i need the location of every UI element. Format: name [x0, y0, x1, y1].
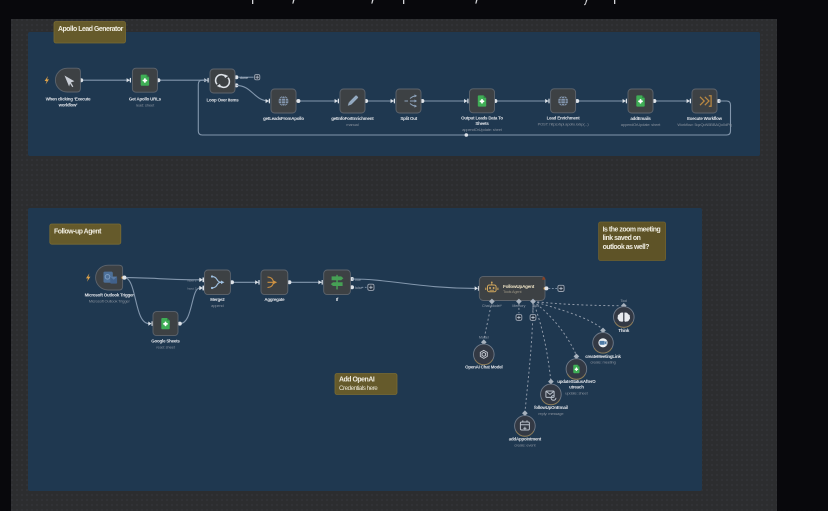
svg-text:Workflow: 5qzQoN5BBAQo0dPq: Workflow: 5qzQoN5BBAQo0dPq	[677, 122, 731, 127]
svg-text:Think: Think	[618, 328, 630, 333]
svg-text:addAppointment: addAppointment	[509, 437, 542, 442]
svg-text:updateStatusAfterO: updateStatusAfterO	[557, 379, 596, 384]
svg-text:manual: manual	[346, 122, 358, 127]
svg-text:update: sheet: update: sheet	[565, 390, 588, 395]
svg-text:Tool: Tool	[533, 304, 540, 308]
svg-text:Tools Agent: Tools Agent	[503, 289, 523, 294]
svg-text:Sheets: Sheets	[475, 121, 489, 126]
svg-text:Loop Over Items: Loop Over Items	[207, 97, 240, 102]
svg-text:create: event: create: event	[514, 442, 536, 447]
svg-text:Aggregate: Aggregate	[264, 297, 285, 302]
svg-text:Get Apollo URLs: Get Apollo URLs	[129, 97, 162, 102]
svg-text:Credentials here: Credentials here	[339, 385, 378, 392]
svg-text:Microsoft Outlook Trigger: Microsoft Outlook Trigger	[89, 298, 131, 303]
svg-text:OpenAI Chat Model: OpenAI Chat Model	[465, 365, 502, 370]
svg-text:Apollo Lead Generator: Apollo Lead Generator	[58, 26, 124, 33]
svg-text:If: If	[336, 297, 339, 302]
svg-text:Output Leads Data To: Output Leads Data To	[461, 116, 503, 121]
svg-text:workflow’: workflow’	[58, 103, 78, 108]
svg-text:followUpOnEmail: followUpOnEmail	[534, 405, 568, 410]
svg-text:FollowUpAgent: FollowUpAgent	[503, 284, 535, 289]
svg-text:true: true	[355, 278, 361, 282]
svg-text:appendOrUpdate: sheet: appendOrUpdate: sheet	[621, 122, 662, 127]
svg-text:When clicking ‘Execute: When clicking ‘Execute	[46, 97, 92, 102]
svg-text:Lead Enrichment: Lead Enrichment	[547, 116, 581, 121]
svg-text:reply: message: reply: message	[538, 411, 564, 416]
svg-text:Tool: Tool	[621, 299, 628, 303]
svg-text:Split Out: Split Out	[400, 116, 417, 121]
svg-text:Input 2: Input 2	[187, 287, 197, 291]
svg-text:Is the zoom meeting: Is the zoom meeting	[603, 226, 661, 233]
svg-text:read: sheet: read: sheet	[156, 344, 175, 349]
svg-text:Memory: Memory	[512, 304, 525, 308]
svg-text:appendOrUpdate: sheet: appendOrUpdate: sheet	[462, 127, 503, 132]
svg-text:Merge2: Merge2	[210, 297, 225, 302]
svg-text:getLeadsFromApollo: getLeadsFromApollo	[263, 116, 304, 121]
svg-text:createMeetingLink: createMeetingLink	[585, 354, 621, 359]
svg-text:Execute Workflow: Execute Workflow	[687, 116, 723, 121]
svg-text:Model: Model	[479, 336, 489, 340]
svg-text:read: sheet: read: sheet	[136, 102, 155, 107]
svg-text:link saved on: link saved on	[603, 235, 641, 242]
svg-text:outlook as well?: outlook as well?	[603, 244, 650, 251]
svg-text:utreach: utreach	[569, 385, 584, 390]
svg-text:append: append	[211, 303, 223, 308]
svg-text:addEmails: addEmails	[630, 116, 651, 121]
svg-text:Chat Model*: Chat Model*	[482, 304, 502, 308]
svg-text:Microsoft Outlook Trigger: Microsoft Outlook Trigger	[85, 293, 135, 298]
svg-text:POST: https:⁄⁄api.apollo.io⁄ap: POST: https:⁄⁄api.apollo.io⁄ap(...)	[538, 121, 590, 126]
svg-text:done: done	[240, 75, 248, 80]
svg-text:Google Sheets: Google Sheets	[151, 339, 180, 344]
svg-text:Follow-up Agent: Follow-up Agent	[54, 229, 102, 236]
svg-text:Input 1: Input 1	[187, 278, 197, 282]
svg-text:Add OpenAI: Add OpenAI	[339, 377, 375, 384]
svg-text:false: false	[355, 286, 363, 290]
svg-text:getInfoForEnrichment: getInfoForEnrichment	[331, 116, 374, 121]
svg-text:create: meeting: create: meeting	[590, 360, 615, 365]
